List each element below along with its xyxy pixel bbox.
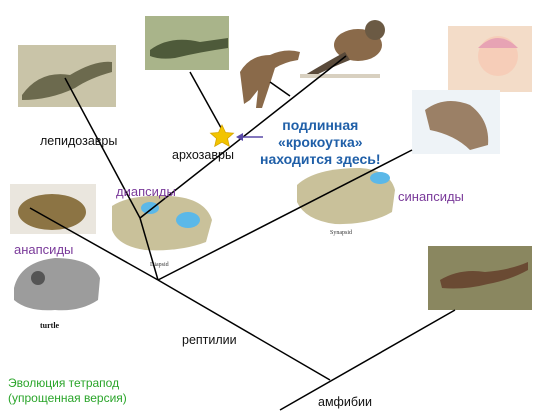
- tortoise-photo: [10, 184, 96, 234]
- footer-line-1: Эволюция тетрапод: [8, 376, 120, 390]
- branch-reptiles: [157, 279, 331, 381]
- salamander-photo: [428, 246, 532, 310]
- footer-caption: Эволюция тетрапод (упрощенная версия): [8, 376, 127, 406]
- callout-line-2: «крокоутка»: [278, 134, 363, 150]
- arrow-icon: [236, 133, 263, 141]
- callout-line-3: находится здесь!: [260, 151, 381, 167]
- reptiles-label: рептилии: [182, 333, 237, 347]
- callout-line-1: подлинная: [282, 117, 359, 133]
- baby-photo: [448, 26, 532, 92]
- branch-dinosaurs: [269, 81, 291, 97]
- diapsids-label: диапсиды: [116, 184, 176, 199]
- callout-text: подлинная «крокоутка» находится здесь!: [260, 117, 381, 168]
- lepidosaurs-label: лепидозавры: [40, 134, 118, 148]
- lizard-photo: [18, 45, 116, 107]
- turtle-skull-image: [14, 258, 100, 311]
- diapsid-caption: Diapsid: [150, 262, 169, 268]
- branch-crocodiles: [189, 71, 226, 136]
- turtle-caption: turtle: [40, 321, 60, 330]
- amphibians-label: амфибии: [318, 395, 372, 409]
- branch-amphibians: [279, 309, 456, 411]
- branch-lepidosaurs: [64, 77, 141, 219]
- synapsid-caption: Synapsid: [330, 230, 352, 236]
- synapsids-label: синапсиды: [398, 189, 464, 204]
- sparrow-figure: [300, 20, 385, 78]
- synapsid-reptile-photo: [412, 90, 500, 154]
- crocodile-photo: [145, 16, 229, 70]
- star-icon: [209, 124, 235, 148]
- anapsids-label: анапсиды: [14, 242, 74, 257]
- tree-branches: [29, 55, 456, 411]
- branch-anapsids: [29, 207, 159, 281]
- branch-synapsids: [157, 149, 413, 281]
- archosaurs-label: архозавры: [172, 148, 234, 162]
- footer-line-2: (упрощенная версия): [8, 391, 127, 405]
- dinosaur-figure: [240, 50, 300, 108]
- diapsid-skull-image: [112, 195, 212, 251]
- branch-diapsids: [139, 217, 159, 281]
- synapsid-skull-image: [297, 168, 395, 225]
